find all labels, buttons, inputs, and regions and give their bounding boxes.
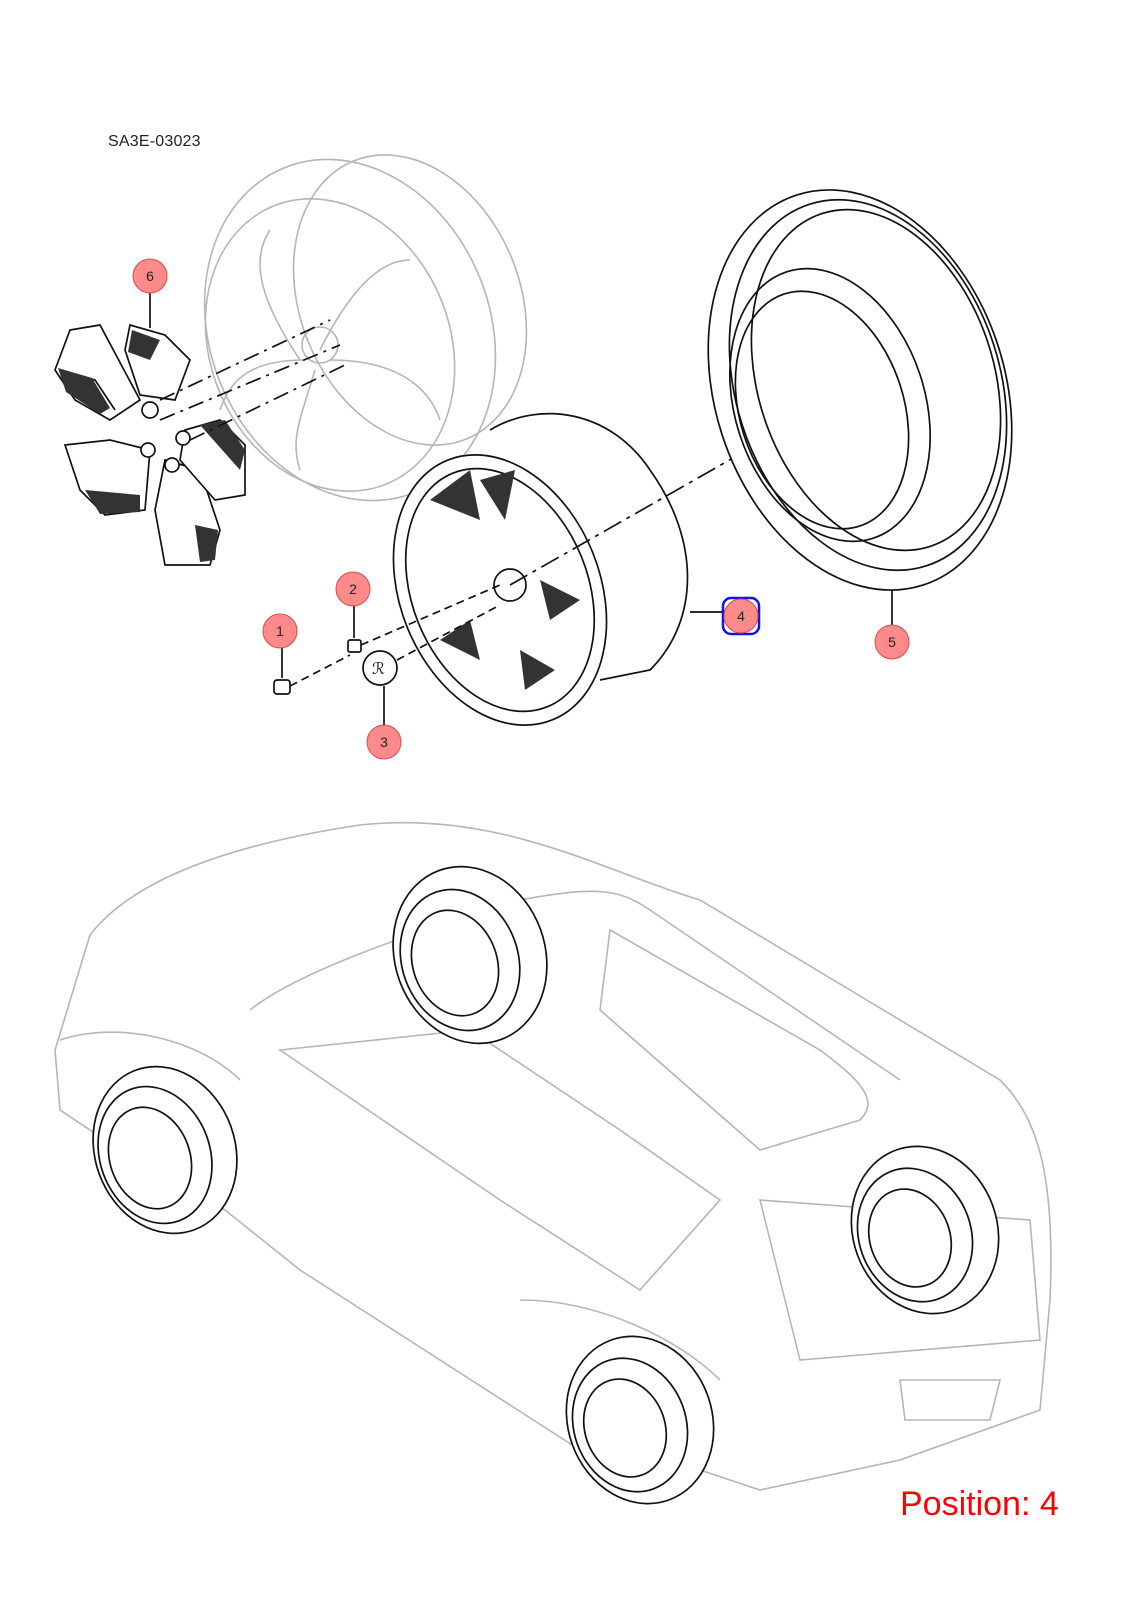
- svg-text:ℛ: ℛ: [372, 659, 385, 678]
- tire-illustration: [707, 189, 1013, 625]
- callout-1-label: 1: [276, 623, 284, 639]
- callout-4-label: 4: [737, 608, 745, 624]
- callout-3[interactable]: 3: [366, 724, 402, 760]
- callout-4[interactable]: 4: [721, 596, 761, 636]
- callout-6[interactable]: 6: [132, 258, 168, 294]
- nut-cover-cluster-illustration: [54, 319, 346, 566]
- callout-2-label: 2: [349, 581, 357, 597]
- car-tire-rear-right-illustration: [850, 1145, 1000, 1315]
- car-tire-front-left-illustration: [92, 1065, 238, 1235]
- callout-5[interactable]: 5: [874, 624, 910, 660]
- diagram-code: SA3E-03023: [108, 133, 201, 150]
- car-tire-front-right-illustration: [392, 865, 548, 1045]
- callout-5-label: 5: [888, 634, 896, 650]
- center-cap-illustration: ℛ: [362, 604, 501, 725]
- nut-illustration: [347, 584, 501, 653]
- callout-6-label: 6: [146, 268, 154, 284]
- callout-3-label: 3: [380, 734, 388, 750]
- car-tire-rear-left-illustration: [565, 1335, 715, 1505]
- bolt-illustration: [273, 648, 351, 695]
- selected-callout-outline: [721, 596, 761, 636]
- callout-2[interactable]: 2: [335, 571, 371, 607]
- callout-1[interactable]: 1: [262, 613, 298, 649]
- position-indicator: Position: 4: [900, 1485, 1059, 1523]
- alloy-wheel-illustration: [392, 379, 871, 726]
